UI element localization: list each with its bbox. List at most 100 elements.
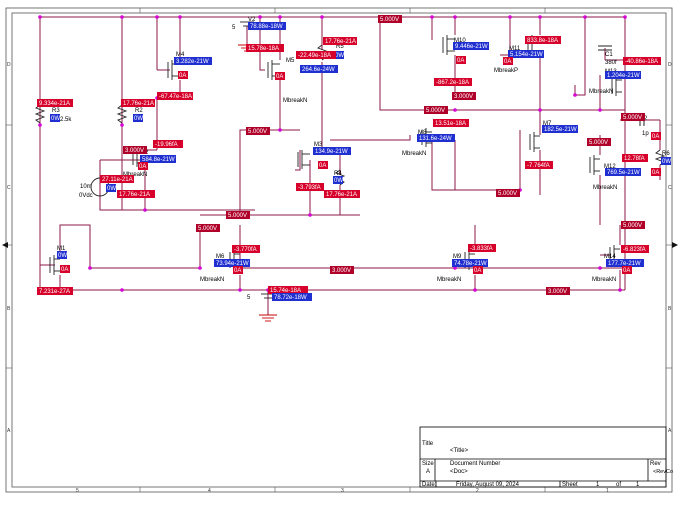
c1-symbol	[598, 45, 612, 51]
m7-symbol	[529, 132, 540, 152]
tag-m12-power: 769.5e-21W	[607, 170, 640, 176]
rev-label: Rev	[650, 461, 661, 467]
r3-ref: R3	[52, 108, 60, 114]
m3-ref: M3	[314, 142, 323, 148]
tag-m9-current: 0A	[474, 268, 481, 274]
tag-m11-power: 5.154e-21W	[510, 52, 543, 58]
tag-v2-current: 15.78e-18A	[248, 46, 279, 52]
border-row-d: D	[7, 62, 11, 68]
docnum-value: <Doc>	[450, 469, 468, 475]
tag-m2-power: 584.8e-21W	[142, 157, 175, 163]
m1-ref: M1	[57, 246, 66, 252]
border-ticks	[6, 8, 672, 492]
tag-r5-power: 0W	[335, 53, 344, 59]
c1-value: 380f	[605, 60, 617, 66]
left-arrow-icon	[2, 242, 8, 248]
tag-node-right-a: 5.000V	[623, 115, 642, 121]
tag-m2-current2: 0A	[139, 164, 146, 170]
m13-symbol	[611, 76, 622, 96]
m12-model: MbreakN	[593, 185, 617, 191]
tag-r6-power: 0W	[662, 159, 671, 165]
tag-m6-current2: -3.770fA	[234, 247, 257, 253]
tag-node-center: 5.000V	[426, 108, 445, 114]
date-label: Date:	[422, 482, 437, 488]
of-value: 1	[636, 482, 640, 488]
border-row-a: A	[7, 428, 11, 434]
tag-vbottom-power: 78.72e-18W	[274, 295, 307, 301]
tag-r3-power: 0W	[51, 116, 60, 122]
r2-ref: R2	[135, 108, 143, 114]
title-value: <Title>	[450, 448, 469, 454]
tag-vbottom-current: 15.74e-18A	[270, 288, 301, 294]
tag-m8-current: 13.51e-18A	[435, 121, 466, 127]
tag-m10-power: 9.446e-21W	[455, 44, 488, 50]
r5-ref: R5	[336, 44, 344, 50]
tag-r2-current: 17.76e-21A	[123, 101, 154, 107]
right-arrow-icon	[672, 242, 678, 248]
tag-m5-current: -22.49e-18A	[298, 53, 331, 59]
border-row-b: B	[7, 306, 11, 312]
m7-ref: M7	[543, 121, 552, 127]
size-value: A	[426, 469, 431, 475]
m6-model: MbreakN	[200, 277, 224, 283]
m3-symbol	[297, 150, 310, 169]
resistor-symbols	[34, 44, 666, 186]
m10-ref: M10	[454, 38, 466, 44]
r4-ref: R4	[334, 171, 342, 177]
tag-r5-current: 17.76e-21A	[325, 39, 356, 45]
border-col-4: 4	[208, 488, 211, 494]
m12-symbol	[589, 155, 600, 175]
r2-symbol	[116, 104, 128, 124]
tag-m10-current2: -867.2e-18A	[436, 80, 469, 86]
date-value: Friday, August 09, 2024	[456, 482, 519, 488]
tag-m14-current: 0A	[623, 268, 630, 274]
tag-c2-current: 0A	[652, 134, 659, 140]
tag-m5-current2: 0A	[276, 74, 283, 80]
m14-ref: M14	[604, 254, 616, 260]
tag-node-m8: 5.000V	[498, 191, 517, 197]
tag-r6-current: 12.78fA	[624, 156, 645, 162]
tag-m4-current: 0A	[179, 73, 186, 79]
c1-ref: C1	[605, 52, 613, 58]
tag-m7-current: -7.764fA	[527, 163, 550, 169]
tag-m6-power: 73.94e-21W	[216, 261, 249, 267]
tag-node-right-b: 5.000V	[623, 223, 642, 229]
tag-node-m10-src: 3.000V	[454, 94, 473, 100]
tag-r4-power: 0W	[334, 178, 343, 184]
tag-v2-power: 78.88e-18W	[250, 24, 283, 30]
m2-model: MbreakN	[123, 172, 147, 178]
m8-ref: M8	[418, 130, 427, 136]
title-label: Title	[422, 441, 434, 447]
r3-symbol	[34, 104, 46, 124]
border-col-3: 3	[341, 488, 344, 494]
tag-m5-power: 264.6e-24W	[302, 67, 335, 73]
m10-symbol	[442, 35, 455, 55]
v2-ref: V2	[248, 17, 256, 23]
tag-m11-current2: 0A	[504, 59, 511, 65]
tag-m3-current2: -3.793fA	[298, 185, 321, 191]
tag-vin-current: 27.11e-21A	[102, 177, 133, 183]
rev-value: <RevCo	[653, 469, 674, 475]
tag-mid-rail-left: 5.000V	[248, 129, 267, 135]
docnum-label: Document Number	[450, 461, 501, 467]
tag-node-bottom-right: 3.000V	[548, 289, 567, 295]
border-col-2: 2	[476, 488, 479, 494]
tag-m3-power: 134.9e-21W	[315, 149, 348, 155]
tag-m3-current: 0A	[319, 163, 326, 169]
tag-m9-current2: -3.833fA	[470, 246, 493, 252]
border-row-b-right: B	[668, 306, 672, 312]
tag-m13-power: 1.204e-21W	[607, 73, 640, 79]
tag-m13-current: -40.86e-18A	[625, 59, 658, 65]
vsrc-top-value: 5	[232, 25, 236, 31]
m5-model: MbreakN	[283, 98, 307, 104]
tag-m2-left-current: 17.76e-21A	[119, 192, 150, 198]
vsrc-bottom-value: 5	[247, 295, 251, 301]
tag-m9-power: 74.78e-21W	[454, 261, 487, 267]
tag-r4-current: 17.76e-21A	[326, 192, 357, 198]
tag-m7-power: 182.5e-21W	[544, 127, 577, 133]
ref-labels: V2 5 5 M4 M5 MbreakN R5 R3 2.5k R2 M2 Mb…	[52, 17, 670, 301]
border-row-c-right: C	[668, 185, 672, 191]
tag-node-right-c: 5.000V	[198, 226, 217, 232]
m11-model: MbreakP	[494, 68, 518, 74]
